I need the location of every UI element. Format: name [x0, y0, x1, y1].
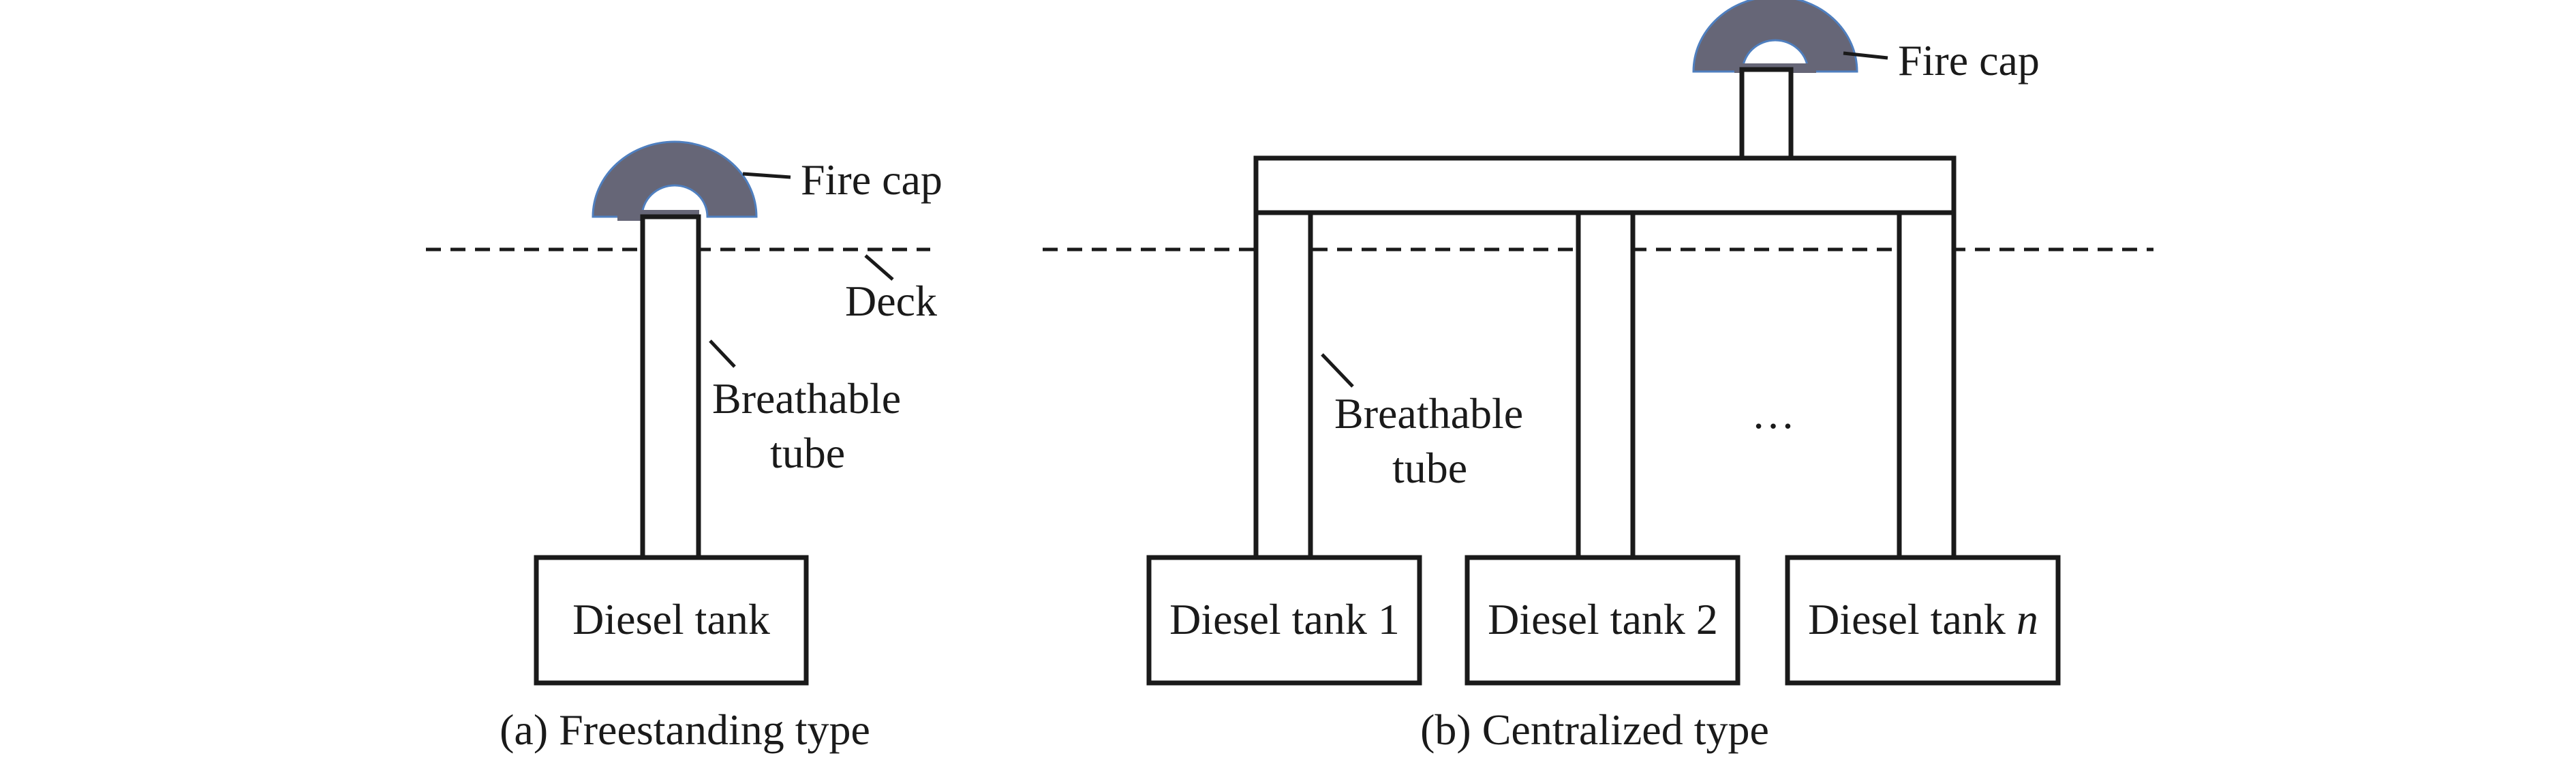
diesel-tank-label-n-prefix: Diesel tank [1808, 595, 2017, 643]
diesel-tank-label-1: Diesel tank 1 [1169, 595, 1400, 643]
tube-label-left-line2: tube [770, 429, 845, 477]
tube-label-left-line1: Breathable [712, 374, 901, 423]
fire-cap-label-left: Fire cap [801, 155, 942, 204]
diesel-tank-box-n [1785, 555, 2061, 686]
manifold [1253, 155, 1957, 215]
caption-centralized: (b) Centralized type [1420, 705, 1769, 754]
diesel-tank-box-left [534, 555, 809, 686]
diesel-tank-box-1 [1146, 555, 1422, 686]
diesel-tank-box-2 [1465, 555, 1741, 686]
fire-cap-left [592, 140, 758, 218]
deck-label: Deck [845, 277, 937, 325]
riser-tube [1739, 67, 1794, 161]
diesel-tank-label-n: Diesel tank n [1808, 595, 2038, 643]
diesel-tank-label-n-var: n [2017, 595, 2038, 643]
tube-label-right-line1: Breathable [1334, 389, 1523, 438]
caption-freestanding: (a) Freestanding type [500, 705, 870, 754]
tube-leader-left [709, 339, 736, 368]
diesel-tank-label-left: Diesel tank [572, 595, 770, 643]
fire-cap-leader-right [1843, 51, 1888, 60]
freestanding-panel: Diesel tank Fire cap Deck Breathable tub… [426, 140, 942, 754]
breathable-tube-2 [1576, 210, 1636, 560]
fire-cap-label-right: Fire cap [1898, 36, 2040, 85]
deck-leader [864, 254, 894, 281]
breathable-tube-n [1897, 210, 1957, 560]
fire-cap-right [1692, 0, 1858, 73]
centralized-panel: Diesel tank 1 Diesel tank 2 Diesel tank … [1043, 0, 2153, 754]
tube-leader-right [1321, 353, 1354, 388]
breathable-tube-1 [1253, 210, 1313, 560]
fire-cap-leader-left [742, 172, 791, 179]
breathable-tube-left [640, 214, 701, 560]
tube-label-right-line2: tube [1392, 444, 1467, 492]
diesel-tank-label-2: Diesel tank 2 [1488, 595, 1718, 643]
tank-ellipsis: … [1751, 389, 1795, 438]
